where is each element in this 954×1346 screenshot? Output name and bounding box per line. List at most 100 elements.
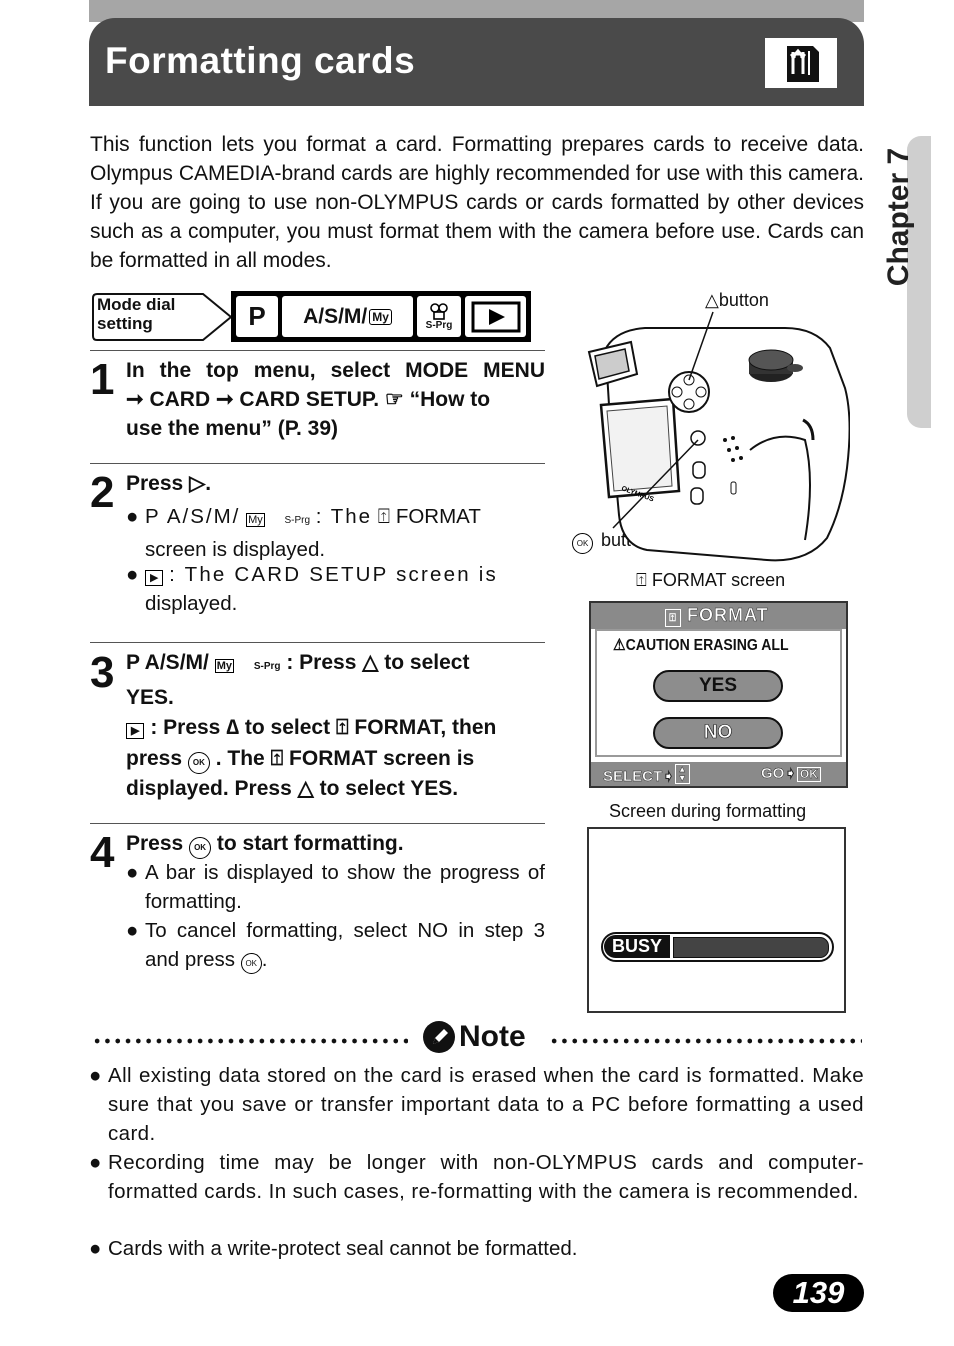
step-3-prefix: P A/S/M/ bbox=[126, 651, 209, 674]
mode-dial-icons: P A/S/M/ My S-Prg bbox=[231, 291, 531, 342]
note-item: ● Cards with a write-protect seal cannot… bbox=[89, 1234, 864, 1263]
note-divider-left bbox=[92, 1038, 408, 1044]
step-1-line1: In the top menu, select MODE MENU bbox=[126, 359, 545, 382]
step-4-start: to start formatting. bbox=[216, 832, 404, 855]
format-screen: ⍐ FORMAT ⚠CAUTION ERASING ALL YES NO SEL… bbox=[589, 601, 848, 788]
step-2-b1-line2: screen is displayed. bbox=[145, 538, 326, 561]
step-3-press: : Press bbox=[286, 651, 357, 674]
up-arrow-button-icon: △ bbox=[362, 651, 379, 674]
step-4-b2b: . bbox=[261, 948, 268, 971]
card-setup-small-icon: ⍐ bbox=[636, 570, 647, 590]
page-number: 139 bbox=[773, 1274, 864, 1312]
card-setup-small-icon: ⍐ bbox=[377, 505, 391, 528]
step-4-number: 4 bbox=[90, 828, 115, 877]
up-button-callout: △button bbox=[705, 290, 769, 310]
busy-label: BUSY bbox=[604, 935, 670, 958]
step-divider bbox=[90, 350, 545, 351]
reference-hand-icon: ☞ bbox=[384, 388, 404, 411]
busy-screen-caption: Screen during formatting bbox=[609, 801, 807, 821]
my-mode-icon: My bbox=[246, 513, 265, 527]
step-4-bullet-2: ● To cancel formatting, select NO in ste… bbox=[126, 916, 545, 974]
busy-progress-frame: BUSY bbox=[601, 932, 834, 962]
step-divider bbox=[90, 463, 545, 464]
card-setup-small-icon: ⍐ bbox=[335, 716, 349, 739]
step-2-b1-colon: : The bbox=[315, 505, 373, 528]
note-heading: Note bbox=[422, 1020, 526, 1054]
busy-progress-track bbox=[673, 937, 829, 958]
chapter-tab bbox=[907, 136, 931, 428]
ok-button-icon: OK bbox=[572, 533, 593, 554]
step-divider bbox=[90, 823, 545, 824]
step-3-l5a: displayed. Press bbox=[126, 777, 292, 800]
step-3-l4c: FORMAT screen is bbox=[289, 746, 475, 770]
card-setup-small-icon: ⍐ bbox=[665, 609, 681, 627]
step-2-b2-text: : The CARD SETUP screen is bbox=[169, 563, 498, 586]
step-2-b2-line2: displayed. bbox=[145, 592, 238, 615]
ok-button-icon: OK bbox=[240, 953, 262, 974]
up-arrow-small-icon: ∆ bbox=[226, 716, 240, 739]
step-3-l3b: to select bbox=[244, 716, 331, 739]
step-2-bullet-1: ● P A/S/M/ My S-Prg : The ⍐ FORMAT scree… bbox=[126, 502, 545, 564]
step-3-text: P A/S/M/ My S-Prg : Press △ to select YE… bbox=[126, 648, 545, 805]
step-2-b1-prefix: P A/S/M/ bbox=[145, 505, 241, 528]
mode-dial-label-line1: Mode dial bbox=[97, 295, 176, 314]
step-4-press: Press bbox=[126, 832, 184, 855]
page-title: Formatting cards bbox=[105, 40, 416, 81]
bullet-icon: ● bbox=[89, 1237, 102, 1260]
step-2-number: 2 bbox=[90, 468, 115, 517]
format-screen-panel bbox=[595, 629, 842, 757]
step-2-heading: Press ▷. bbox=[126, 472, 212, 495]
format-screen-titlebar bbox=[591, 603, 846, 629]
up-down-arrows-icon: ▲▼ bbox=[674, 764, 690, 784]
note-divider-right bbox=[549, 1038, 862, 1044]
step-1-text: In the top menu, select MODE MENU ➞ CARD… bbox=[126, 356, 545, 443]
step-3-select: to select bbox=[384, 651, 470, 674]
arrow-right-icon: ➞ bbox=[215, 388, 234, 411]
mode-dial-label-line2: setting bbox=[97, 314, 153, 333]
bullet-icon: ● bbox=[89, 1064, 102, 1087]
busy-screen: BUSY bbox=[587, 827, 846, 1013]
format-screen-title: ⍐ FORMAT bbox=[665, 605, 769, 627]
format-caution-text: ⚠CAUTION ERASING ALL bbox=[613, 637, 789, 654]
camera-illustration: OLYMPUS bbox=[585, 310, 851, 570]
intro-paragraph: This function lets you format a card. Fo… bbox=[90, 133, 864, 272]
step-3-yes: YES. bbox=[126, 685, 174, 709]
ok-box-icon: OK bbox=[796, 767, 821, 782]
step-4-bullet-1: ● A bar is displayed to show the progres… bbox=[126, 858, 545, 916]
card-setup-icon bbox=[765, 38, 837, 88]
step-3-l5b: to select YES. bbox=[319, 777, 459, 800]
ok-button-icon: OK bbox=[187, 751, 210, 774]
mode-my-icon: My bbox=[369, 308, 392, 325]
mode-asm-icon: A/S/M/ My bbox=[282, 296, 413, 337]
bullet-icon: ● bbox=[126, 505, 139, 528]
header-top-band bbox=[89, 0, 864, 22]
step-1-card: CARD bbox=[149, 388, 211, 411]
step-2-b1-format: FORMAT bbox=[395, 505, 481, 528]
step-4-heading: Press OK to start formatting. bbox=[126, 829, 545, 859]
step-3-l4b: . The bbox=[215, 746, 265, 770]
format-go-hint: GO➧OK bbox=[761, 764, 821, 782]
mode-dial-label: Mode dial setting bbox=[91, 292, 233, 347]
format-no-button[interactable]: NO bbox=[653, 717, 783, 749]
playback-small-icon: ▶ bbox=[145, 570, 164, 586]
step-3-number: 3 bbox=[90, 648, 115, 697]
note-item: ● All existing data stored on the card i… bbox=[89, 1061, 864, 1148]
format-select-hint: SELECT➧▲▼ bbox=[603, 764, 690, 785]
step-3-l3a: : Press bbox=[150, 716, 221, 739]
right-arrow-button-icon: ▷ bbox=[189, 472, 206, 495]
sprg-mode-icon: S-Prg bbox=[284, 515, 311, 526]
step-1-line3: use the menu” (P. 39) bbox=[126, 417, 339, 440]
arrow-right-icon: ➧ bbox=[784, 765, 797, 782]
format-yes-button[interactable]: YES bbox=[653, 670, 783, 702]
step-1-card-setup: CARD SETUP. bbox=[239, 388, 380, 411]
chapter-label: Chapter 7 bbox=[882, 147, 916, 287]
step-4-b2a: To cancel formatting, select NO in step … bbox=[145, 919, 545, 971]
step-2-bullet-2: ● ▶ : The CARD SETUP screen is displayed… bbox=[126, 560, 545, 618]
up-arrow-button-icon: △ bbox=[705, 290, 719, 310]
card-setup-small-icon: ⍐ bbox=[270, 746, 284, 770]
header-bar bbox=[89, 18, 864, 106]
mode-sprg-label: S-Prg bbox=[425, 320, 453, 331]
arrow-right-icon: ➞ bbox=[126, 388, 144, 411]
up-arrow-button-icon: △ bbox=[297, 777, 314, 800]
mode-asm-label: A/S/M/ bbox=[303, 304, 368, 328]
